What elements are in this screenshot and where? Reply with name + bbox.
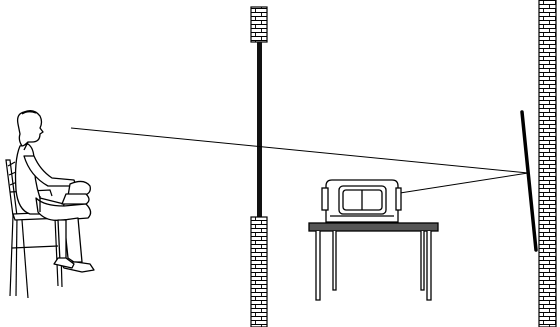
projector-icon bbox=[321, 179, 402, 223]
right-brick-wall bbox=[538, 0, 557, 327]
middle-wall-top-pillar bbox=[250, 6, 268, 43]
table-icon bbox=[308, 222, 439, 301]
projection-line bbox=[399, 172, 529, 194]
sight-line bbox=[70, 127, 529, 174]
mirror-icon bbox=[520, 110, 538, 252]
middle-wall-bottom-pillar bbox=[250, 216, 268, 327]
dark-panel bbox=[257, 42, 262, 218]
seated-man-icon bbox=[14, 110, 95, 273]
